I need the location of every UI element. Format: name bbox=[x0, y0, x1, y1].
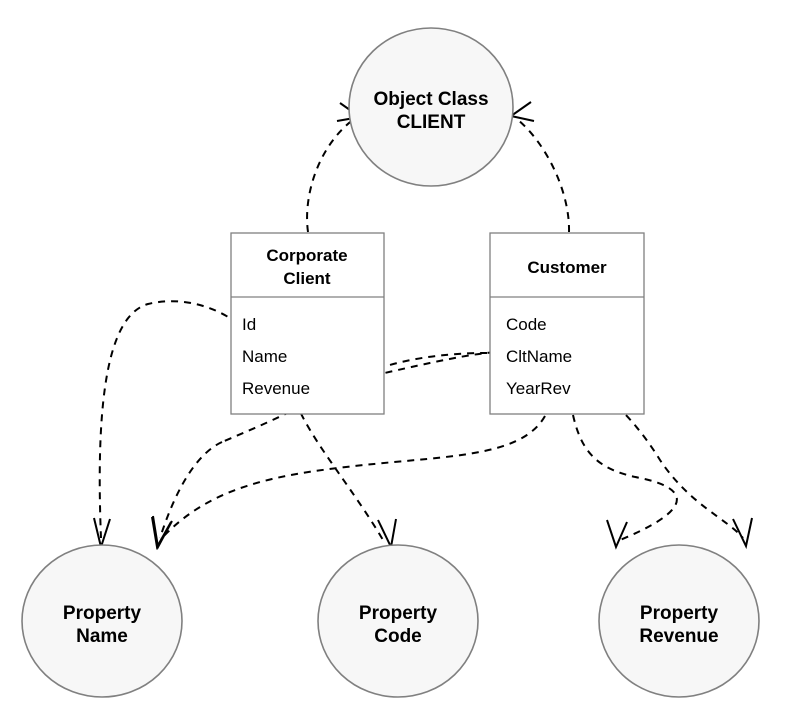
corporate-client-title-line1: Corporate bbox=[266, 246, 347, 265]
customer-box[interactable] bbox=[489, 232, 645, 415]
object-class-label-line2: CLIENT bbox=[397, 112, 466, 133]
property-name-label-line1: Property bbox=[63, 603, 142, 624]
property-revenue-label-line1: Property bbox=[640, 603, 719, 624]
edge-code-to-property-code bbox=[152, 415, 546, 551]
property-code-label-line2: Code bbox=[374, 626, 422, 647]
property-name-node[interactable]: Property Name bbox=[21, 544, 183, 698]
property-code-node[interactable]: Property Code bbox=[317, 544, 479, 698]
property-revenue-label-line2: Revenue bbox=[639, 626, 718, 647]
property-code-ellipse[interactable] bbox=[317, 544, 479, 698]
corporate-client-attribute-name[interactable]: Name bbox=[242, 347, 287, 366]
object-class-node[interactable]: Object Class CLIENT bbox=[348, 27, 514, 187]
edge-yearrev-to-property-revenue bbox=[572, 414, 678, 550]
edge-name-to-property-name bbox=[93, 300, 239, 551]
customer-attribute-code[interactable]: Code bbox=[506, 315, 547, 334]
property-name-ellipse[interactable] bbox=[21, 544, 183, 698]
object-class-ellipse[interactable] bbox=[348, 27, 514, 187]
customer-attribute-cltname[interactable]: CltName bbox=[506, 347, 572, 366]
edge-cltname-to-property-name bbox=[151, 352, 488, 550]
customer-attribute-yearrev[interactable]: YearRev bbox=[506, 379, 571, 398]
class-box-customer[interactable]: Customer Code CltName YearRev bbox=[489, 232, 645, 415]
property-name-label-line2: Name bbox=[76, 626, 128, 647]
edge-customer-to-class bbox=[508, 101, 571, 233]
corporate-client-attribute-revenue[interactable]: Revenue bbox=[242, 379, 310, 398]
property-revenue-ellipse[interactable] bbox=[598, 544, 760, 698]
corporate-client-box[interactable] bbox=[230, 232, 385, 415]
object-class-label-line1: Object Class bbox=[373, 89, 488, 110]
class-box-corporate-client[interactable]: Corporate Client Id Name Revenue bbox=[230, 232, 385, 415]
corporate-client-attribute-id[interactable]: Id bbox=[242, 315, 256, 334]
property-code-label-line1: Property bbox=[359, 603, 438, 624]
customer-title-line1: Customer bbox=[527, 258, 607, 277]
property-revenue-node[interactable]: Property Revenue bbox=[598, 544, 760, 698]
corporate-client-title-line2: Client bbox=[283, 269, 331, 288]
